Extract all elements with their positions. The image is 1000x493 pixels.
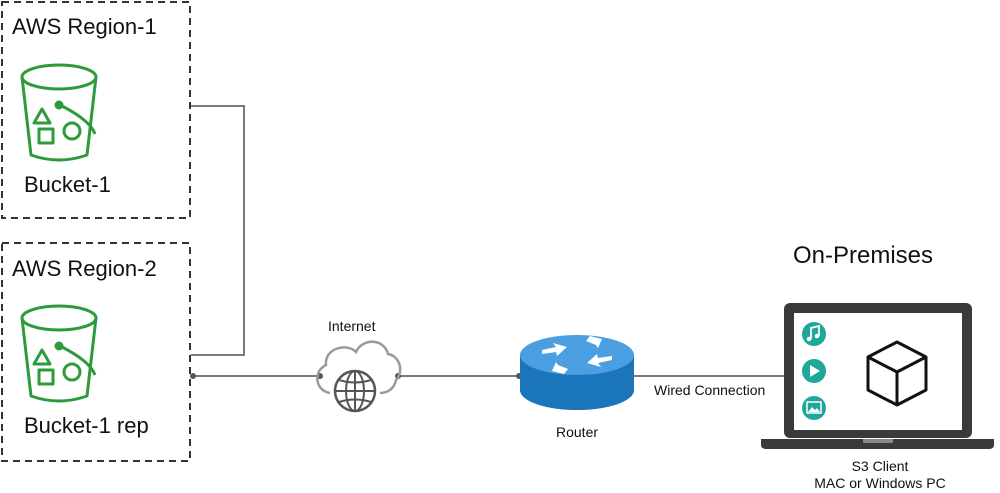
on-premises-title: On-Premises bbox=[793, 242, 934, 269]
bucket-icon bbox=[20, 304, 98, 403]
music-icon bbox=[802, 322, 826, 346]
connector-dot bbox=[190, 373, 196, 379]
aws-region-1-box bbox=[1, 1, 191, 219]
region1-link-line bbox=[191, 105, 245, 356]
client-platform-label: MAC or Windows PC bbox=[814, 475, 946, 491]
play-icon bbox=[802, 359, 826, 383]
image-icon bbox=[802, 396, 826, 420]
laptop-icon bbox=[761, 303, 994, 449]
region-2-title: AWS Region-2 bbox=[12, 256, 157, 281]
cloud-globe-icon bbox=[316, 340, 402, 413]
connector-lines bbox=[191, 105, 784, 377]
router-icon bbox=[520, 335, 634, 410]
aws-region-2-box bbox=[1, 242, 191, 462]
wired-connection-label: Wired Connection bbox=[654, 382, 766, 398]
s3-client-label: S3 Client bbox=[851, 458, 909, 474]
cube-icon bbox=[866, 340, 928, 407]
internet-label: Internet bbox=[328, 318, 376, 334]
bucket-1-rep-label: Bucket-1 rep bbox=[24, 413, 149, 438]
bucket-1-label: Bucket-1 bbox=[24, 172, 111, 197]
region-1-title: AWS Region-1 bbox=[12, 14, 157, 39]
router-label: Router bbox=[556, 424, 599, 440]
bucket-icon bbox=[20, 63, 98, 162]
